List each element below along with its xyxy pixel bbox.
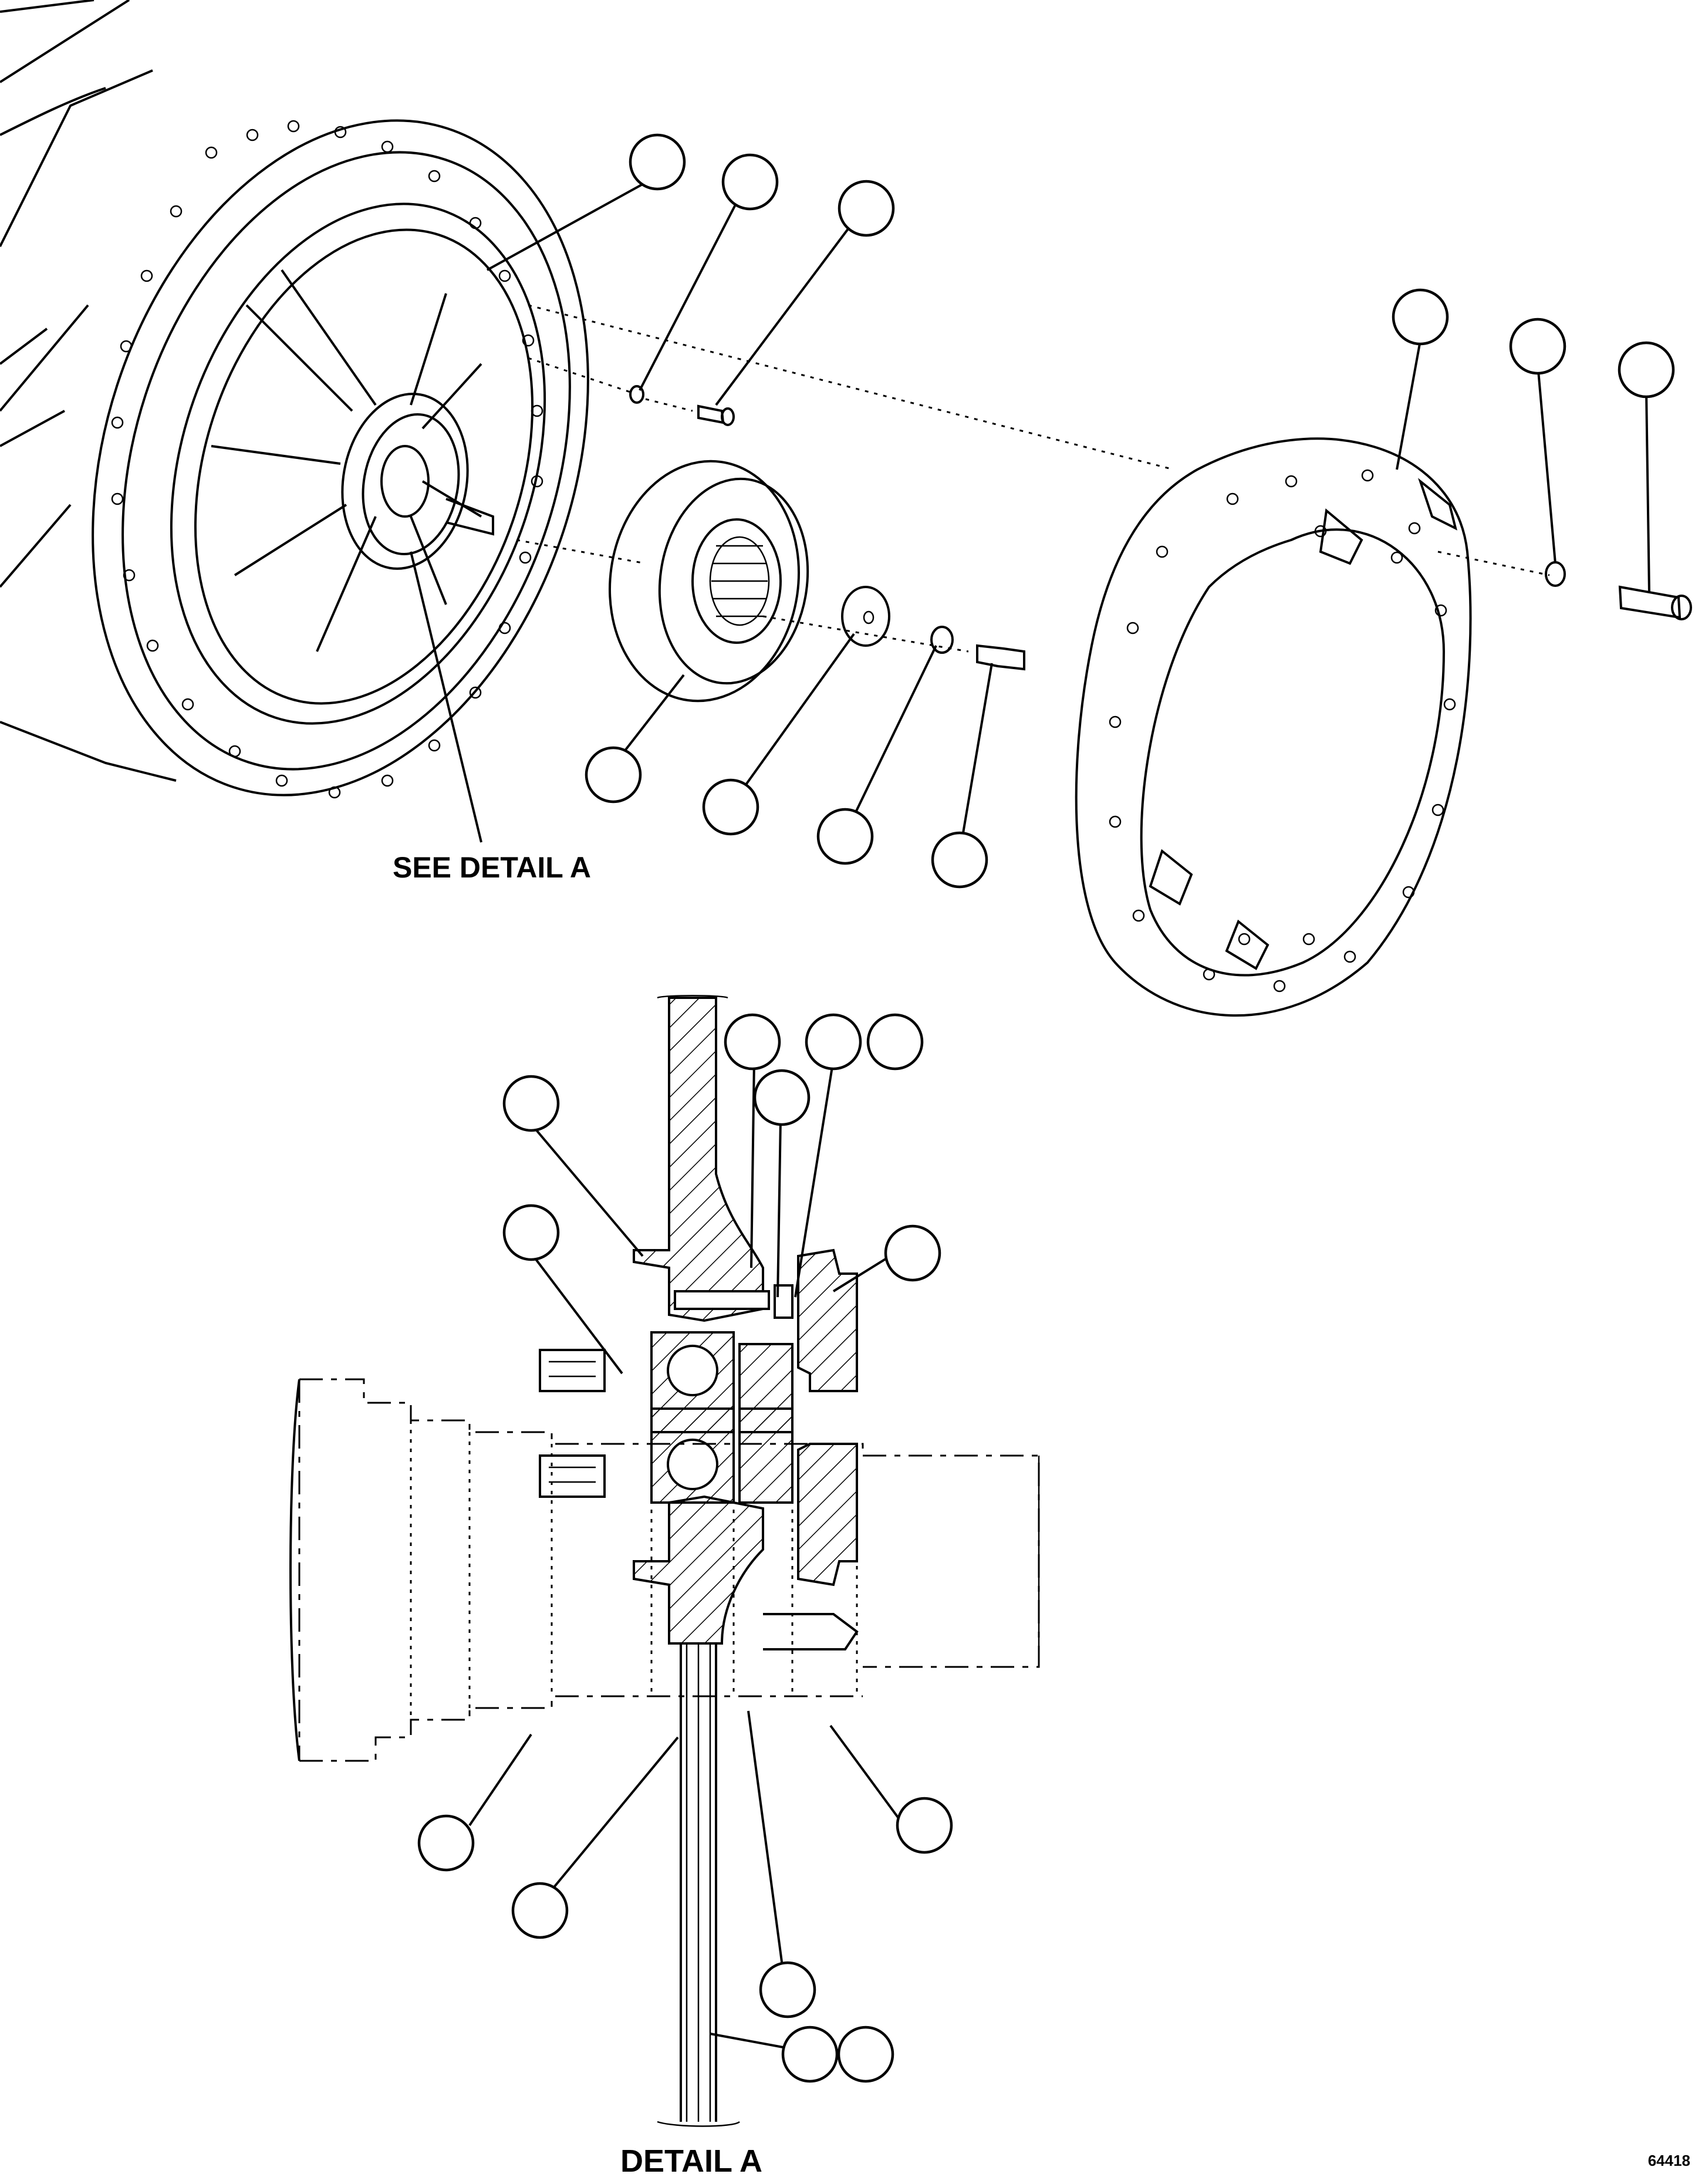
washer-disc <box>841 586 890 647</box>
cap-screw <box>1618 585 1692 620</box>
detail-a-section <box>289 995 1040 2127</box>
flange-bolt-holes <box>111 120 543 799</box>
bearing-retainer <box>609 460 809 703</box>
see-detail-label: SEE DETAIL A <box>393 851 591 884</box>
upper-washer <box>629 385 644 404</box>
motor-housing <box>0 0 589 799</box>
detail-balloons <box>417 1013 953 2083</box>
small-washer <box>930 626 954 654</box>
figure-number: 64418 <box>1648 2152 1690 2169</box>
right-washer <box>1545 561 1566 587</box>
hex-bolt <box>976 644 1025 671</box>
upper-screw <box>697 404 735 426</box>
upper-balloons <box>585 133 1675 889</box>
detail-a-title: DETAIL A <box>620 2144 762 2179</box>
upper-leader-lines <box>410 175 1650 843</box>
adapter-ring <box>1075 437 1472 1017</box>
explode-lines <box>516 304 1550 653</box>
